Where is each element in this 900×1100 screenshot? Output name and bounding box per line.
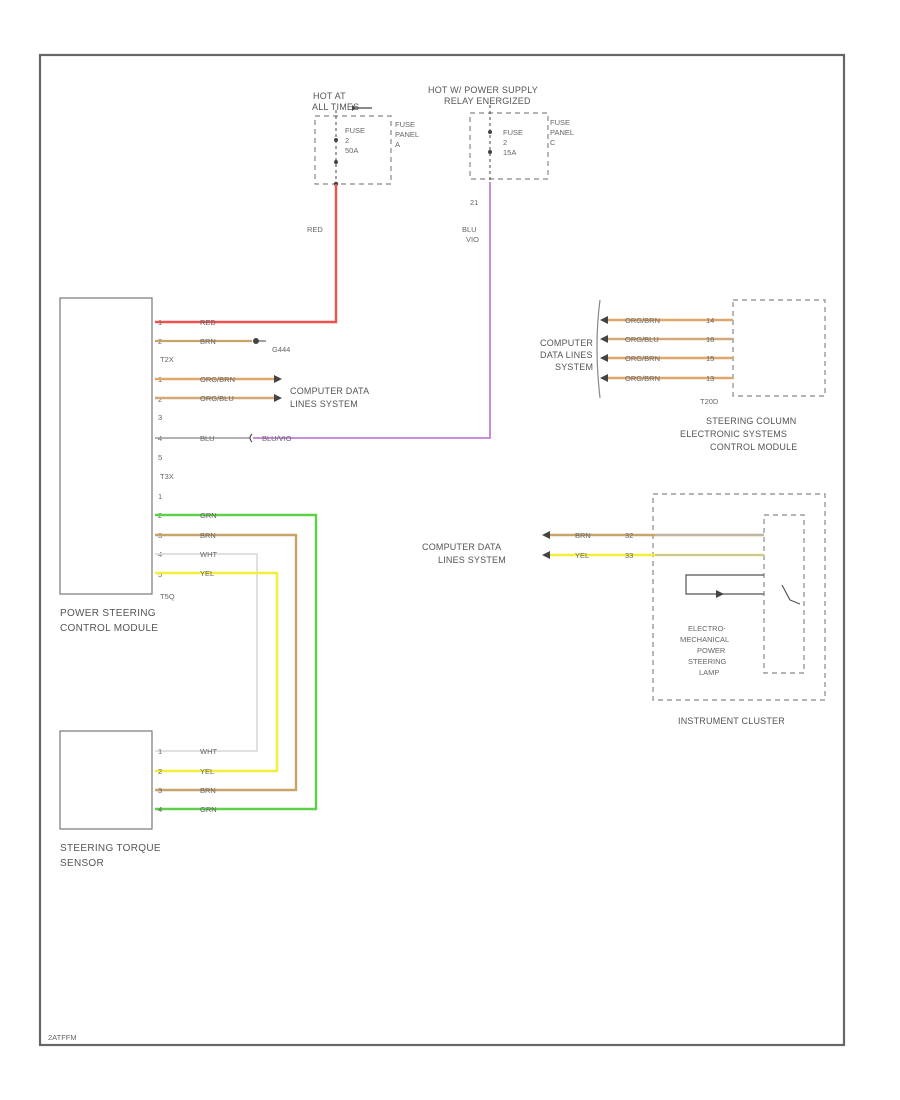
fuse-panel-c-line1: FUSE (550, 118, 570, 127)
lamp-label-3: POWER (697, 646, 726, 655)
lamp-label-2: MECHANICAL (680, 635, 729, 644)
fuse-panel-a-box (314, 115, 392, 185)
sc-wire-label-4: ORG/BRN (625, 374, 660, 383)
torque-pin: 4 (158, 805, 162, 814)
psc-wire-blu-vio: BLU/VIO (262, 434, 292, 443)
steering-column-module-box (732, 299, 826, 397)
footer-code: 2ATFFM (48, 1033, 77, 1042)
psc-pin: 5 (158, 453, 162, 462)
psc-pin: 1 (158, 492, 162, 501)
torque-pin: 3 (158, 786, 162, 795)
psc-wire-yel: YEL (200, 569, 214, 578)
steering-torque-sensor (59, 730, 153, 830)
lamp-label-1: ELECTRO- (688, 624, 726, 633)
red-feed-wire (155, 184, 338, 324)
fuse-c-line1: FUSE (503, 128, 523, 137)
ic-wire-brn: BRN (575, 531, 591, 540)
sc-label-1: STEERING COLUMN (706, 416, 797, 426)
torque-sensor-label-1: STEERING TORQUE (60, 843, 161, 854)
red-wire-label: RED (307, 225, 323, 234)
hot-relay-line2: RELAY ENERGIZED (444, 96, 531, 106)
fuse-c-line2: 2 (503, 138, 507, 147)
psc-module-label-2: CONTROL MODULE (60, 623, 158, 634)
lamp-label-4: STEERING (688, 657, 727, 666)
fuse-panel-c-line3: C (550, 138, 556, 147)
torque-wire-brn: BRN (200, 786, 216, 795)
power-steering-control-module (59, 297, 153, 595)
diagram-border (38, 53, 846, 1047)
psc-pin: 1 (158, 318, 162, 327)
ic-cdls-line1: COMPUTER DATA (422, 542, 501, 552)
hot-relay-line1: HOT W/ POWER SUPPLY (428, 85, 538, 95)
pin-21-label: 21 (470, 198, 478, 207)
wht-harness-wire (155, 553, 258, 752)
lamp-circuit (685, 574, 764, 595)
sc-wire-label-1: ORG/BRN (625, 316, 660, 325)
lamp-driver-box (763, 514, 805, 674)
ic-cdls-line2: LINES SYSTEM (438, 555, 506, 565)
torque-sensor-label-2: SENSOR (60, 858, 104, 869)
sc-pin-2: 16 (706, 335, 714, 344)
sc-pin-4: 13 (706, 374, 714, 383)
fuse-panel-c-box (469, 112, 549, 180)
psc-module-label-1: POWER STEERING (60, 608, 156, 619)
psc-wire-blu: BLU (200, 434, 215, 443)
blu-vio-feed-wire (253, 182, 491, 439)
connector-t20d: T20D (700, 397, 719, 406)
connector-t2x: T2X (160, 355, 174, 364)
psc-wire-brn: BRN (200, 337, 216, 346)
psc-pin: 5 (158, 570, 162, 579)
psc-wire-org-brn: ORG/BRN (200, 375, 235, 384)
hot-at-all-times-line2: ALL TIMES (312, 102, 359, 112)
sc-wire-label-2: ORG/BLU (625, 335, 659, 344)
sc-pin-3: 15 (706, 354, 714, 363)
psc-wire-brn2: BRN (200, 531, 216, 540)
yel-harness-wire (155, 571, 279, 773)
blu-wire-label-1: BLU (462, 225, 477, 234)
fuse-panel-a-line3: A (395, 140, 400, 149)
psc-pin: 2 (158, 395, 162, 404)
grn-harness-wire (155, 513, 318, 811)
psc-wire-red: RED (200, 318, 216, 327)
torque-wire-grn: GRN (200, 805, 217, 814)
sc-cdls-line2: DATA LINES (540, 350, 593, 360)
blu-wire-label-2: VIO (466, 235, 479, 244)
sc-cdls-line3: SYSTEM (555, 362, 593, 372)
cdls-left-line2: LINES SYSTEM (290, 399, 358, 409)
g444-ground: G444 (272, 345, 290, 354)
torque-pin: 1 (158, 747, 162, 756)
fuse-a-line2: 2 (345, 136, 349, 145)
sc-label-2: ELECTRONIC SYSTEMS (680, 429, 787, 439)
sc-label-3: CONTROL MODULE (710, 442, 797, 452)
psc-wire-org-blu: ORG/BLU (200, 394, 234, 403)
fuse-panel-c-line2: PANEL (550, 128, 574, 137)
sc-wire-label-3: ORG/BRN (625, 354, 660, 363)
torque-wire-yel: YEL (200, 767, 214, 776)
fuse-panel-a-line1: FUSE (395, 120, 415, 129)
lamp-label-5: LAMP (699, 668, 719, 677)
fuse-a-line1: FUSE (345, 126, 365, 135)
fuse-c-line3: 15A (503, 148, 516, 157)
fuse-panel-a-line2: PANEL (395, 130, 419, 139)
connector-t5q: T5Q (160, 592, 175, 601)
psc-wire-grn: GRN (200, 511, 217, 520)
brn-harness-wire (155, 533, 298, 792)
sc-pin-1: 14 (706, 316, 714, 325)
psc-pin: 3 (158, 413, 162, 422)
cdls-left-line1: COMPUTER DATA (290, 386, 369, 396)
ic-wire-yel: YEL (575, 551, 589, 560)
torque-wire-wht: WHT (200, 747, 217, 756)
ic-pin-33: 33 (625, 551, 633, 560)
instrument-cluster-label: INSTRUMENT CLUSTER (678, 716, 785, 726)
connector-t3x: T3X (160, 472, 174, 481)
torque-pin: 2 (158, 767, 162, 776)
psc-wire-wht: WHT (200, 550, 217, 559)
ic-pin-32: 32 (625, 531, 633, 540)
hot-at-all-times-line1: HOT AT (313, 91, 346, 101)
sc-cdls-line1: COMPUTER (540, 338, 593, 348)
fuse-a-line3: 50A (345, 146, 358, 155)
instrument-cluster-box (652, 493, 826, 701)
